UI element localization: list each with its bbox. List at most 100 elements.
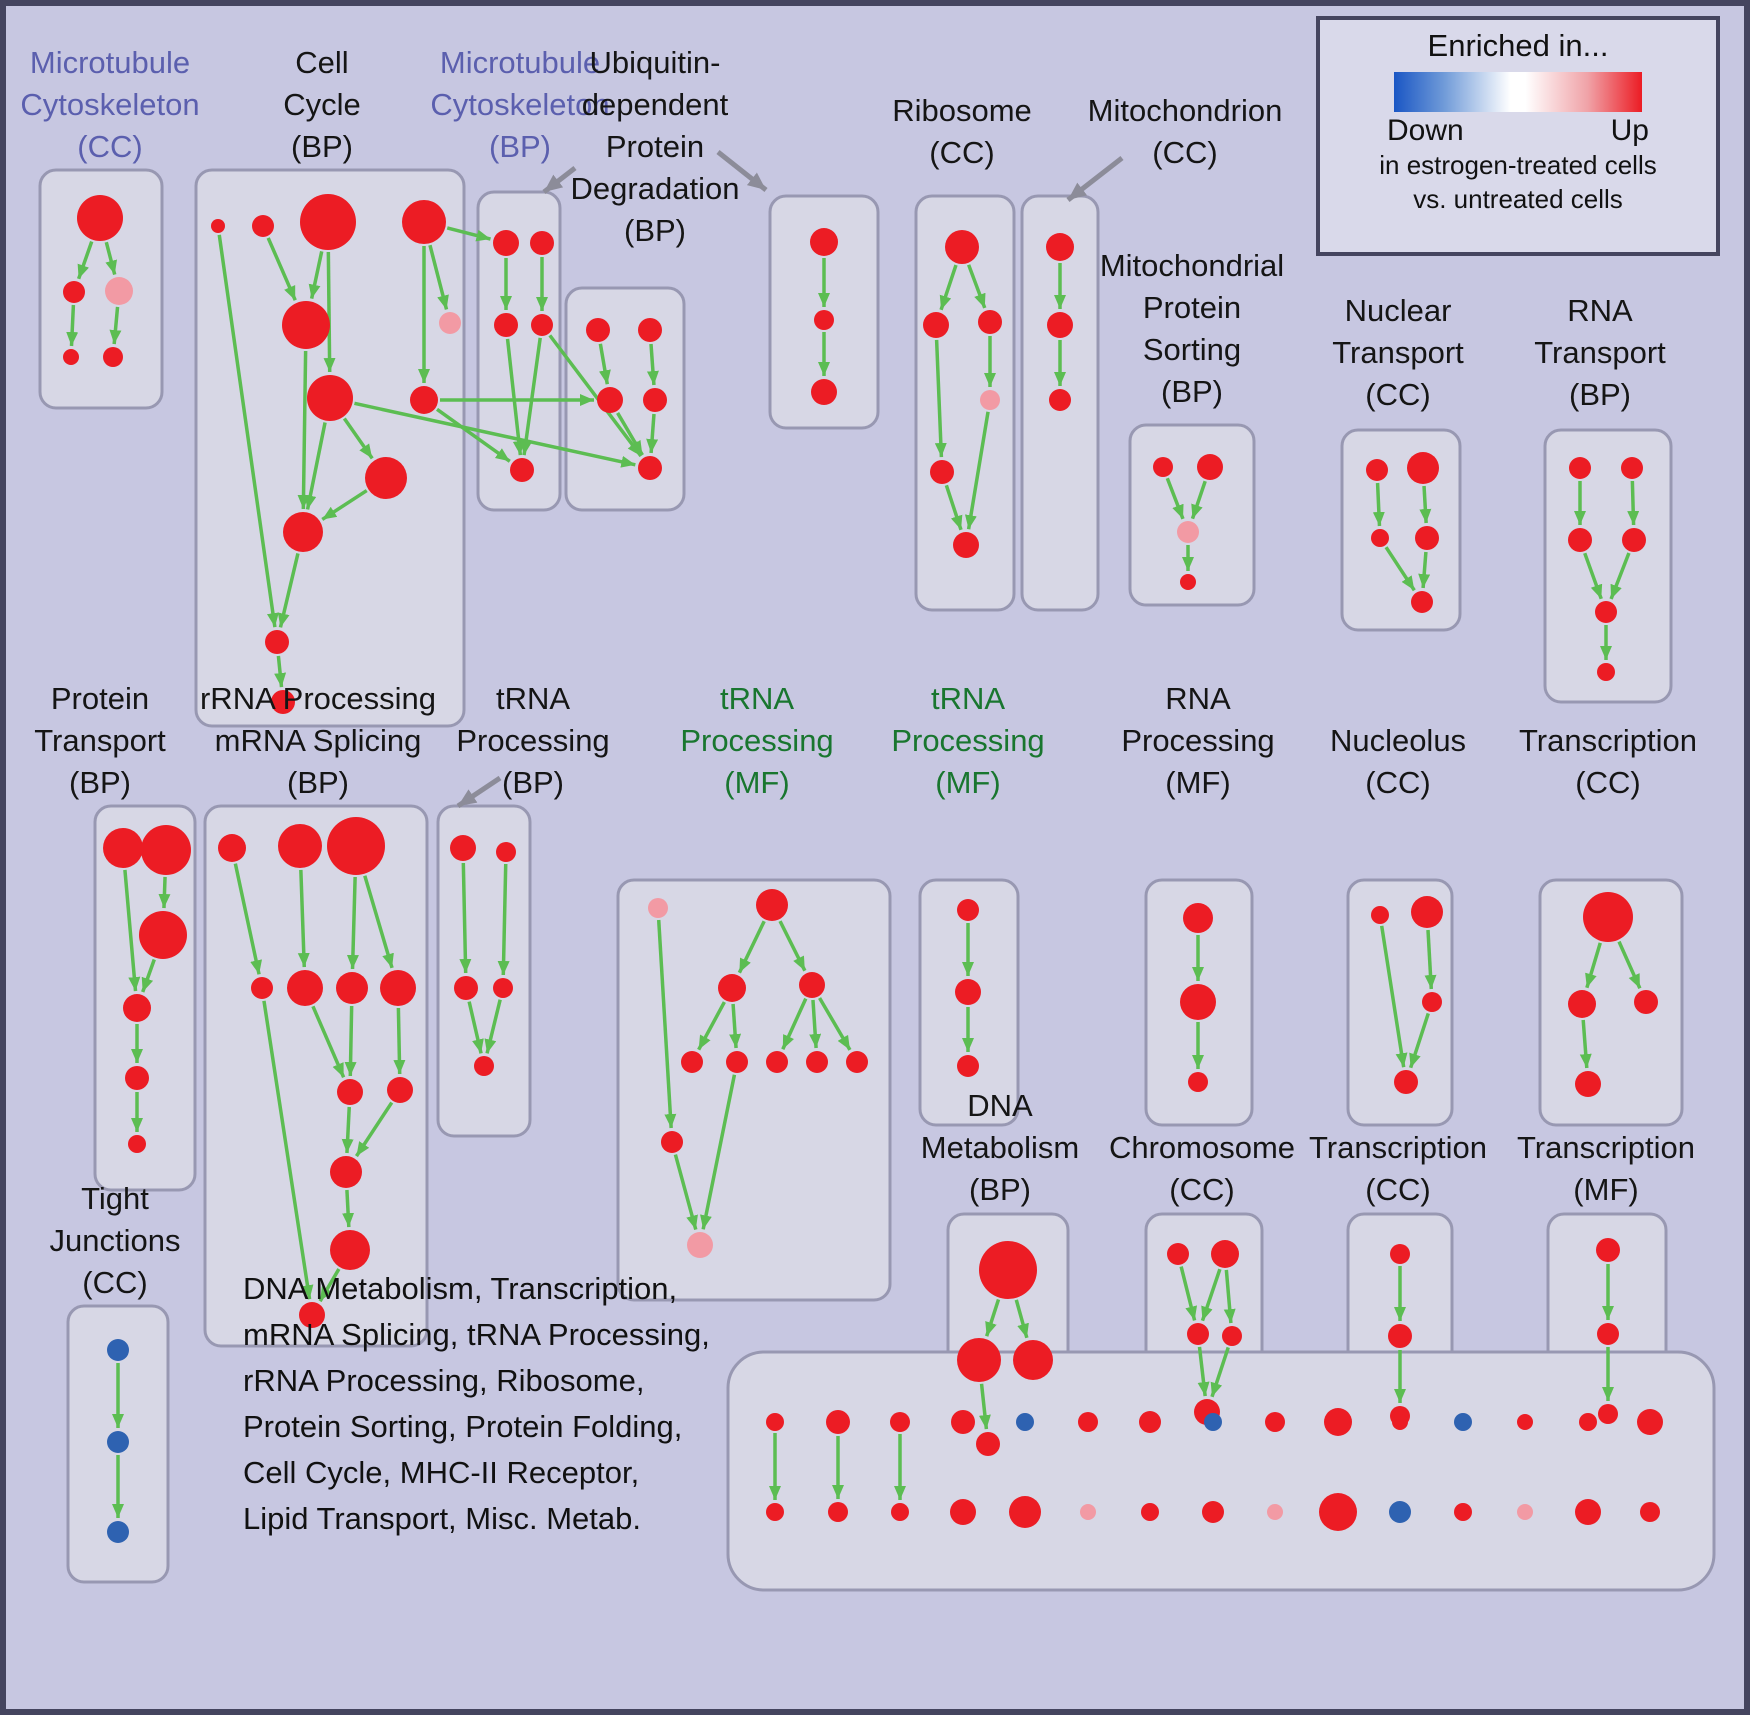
edge-arrow [778, 920, 807, 972]
edge-arrow [393, 1007, 406, 1075]
node-bottom_strip-b8 [1202, 1501, 1224, 1523]
node-trna_mf_big-g5 [681, 1051, 703, 1073]
node-trna_mf_small-c [957, 1055, 979, 1077]
node-bottom_strip-b14 [1575, 1499, 1601, 1525]
node-tight_junctions-c [107, 1521, 129, 1543]
node-bottom_strip-b2 [828, 1502, 848, 1522]
edge-arrow [436, 407, 511, 463]
node-bottom_strip-t1 [766, 1413, 784, 1431]
edge-arrow [700, 1074, 737, 1230]
edge-arrow [446, 226, 491, 242]
node-trna_mf_big-g11 [687, 1232, 713, 1258]
node-transcription_cc_low-a [1390, 1244, 1410, 1264]
edge-arrow [158, 876, 171, 909]
edge-arrow [1583, 552, 1603, 600]
node-cell_cycle-c2 [252, 215, 274, 237]
node-nucleolus-c [1422, 992, 1442, 1012]
edge-arrow [1197, 1346, 1210, 1397]
edge-arrow [673, 1154, 698, 1231]
node-protein_transport-d [123, 994, 151, 1022]
legend: Enriched in... Down Up in estrogen-treat… [1316, 16, 1720, 256]
node-mito_sorting-b [1197, 454, 1223, 480]
edge-arrow [363, 875, 394, 969]
node-bottom_strip-t14 [1579, 1413, 1597, 1431]
edge-arrow [344, 1005, 357, 1077]
node-trna_mf_big-g2 [756, 889, 788, 921]
edge-arrow [985, 1298, 1001, 1337]
edge-arrow [781, 997, 808, 1050]
node-dna_metab-a [979, 1241, 1037, 1299]
node-trna_mf_big-g8 [806, 1051, 828, 1073]
edge-arrow [818, 997, 852, 1051]
node-cell_cycle-c7 [307, 375, 353, 421]
node-mt_bp-m2 [530, 231, 554, 255]
edge-arrow [459, 862, 472, 974]
edge-arrow [1424, 929, 1437, 990]
node-bottom_strip-t8 [1204, 1413, 1222, 1431]
node-trna_mf_big-g6 [726, 1051, 748, 1073]
node-bottom_strip-t3 [890, 1412, 910, 1432]
node-bottom_strip-t2 [826, 1410, 850, 1434]
edge-arrow [341, 1106, 354, 1154]
node-trna_mf_big-g7 [766, 1051, 788, 1073]
node-nuclear_transport-a [1366, 459, 1388, 481]
node-rna_processing_mf-c [1188, 1072, 1208, 1092]
node-trna_bp-t2 [496, 842, 516, 862]
node-protein_transport-b [141, 825, 191, 875]
node-trna_mf_big-g4 [799, 972, 825, 998]
edge-arrow [1585, 942, 1602, 989]
node-ubiq_small-s3 [811, 379, 837, 405]
node-mt_cc-c [105, 277, 133, 305]
edge-arrow [233, 863, 262, 975]
edge-arrow [944, 484, 963, 531]
node-mt_bp-m1 [493, 230, 519, 256]
edge-arrow [646, 343, 659, 386]
node-nuclear_transport-b [1407, 452, 1439, 484]
edge-arrow [646, 413, 659, 454]
node-cell_cycle-c1 [211, 219, 225, 233]
node-chromosome-c [1187, 1323, 1209, 1345]
node-rrna_mrna-h [337, 1079, 363, 1105]
node-ribosome-r4 [930, 460, 954, 484]
node-rrna_mrna-d [251, 977, 273, 999]
group-box-rna_transport [1543, 428, 1673, 704]
group-box-nuclear_transport [1340, 428, 1462, 632]
summary-note-line: Cell Cycle, MHC-II Receptor, [243, 1455, 640, 1490]
node-cell_cycle-c10 [283, 512, 323, 552]
node-mt_cc-a [77, 195, 123, 241]
edge-arrow [939, 264, 958, 311]
node-trna_mf_small-b [955, 979, 981, 1005]
node-cell_cycle-c3 [300, 194, 356, 250]
node-bottom_strip-t5 [1016, 1413, 1034, 1431]
edge-arrow [304, 422, 327, 510]
summary-note-line: Lipid Transport, Misc. Metab. [243, 1501, 641, 1536]
node-bottom_strip-t7 [1139, 1411, 1161, 1433]
node-cell_cycle-c9 [365, 457, 407, 499]
edge-arrow [1617, 940, 1642, 990]
edge-arrow [1372, 482, 1385, 527]
node-tight_junctions-b [107, 1431, 129, 1453]
edge-arrow [262, 1000, 314, 1300]
node-chromosome-b [1211, 1240, 1239, 1268]
label-pointer-arrow [542, 166, 577, 194]
edge-arrow [548, 334, 643, 458]
node-bottom_strip-b9 [1267, 1504, 1283, 1520]
node-rna_transport-e [1595, 601, 1617, 623]
edge-arrow [964, 411, 990, 530]
edge-arrow [342, 417, 374, 460]
group-box-trna_bp [436, 804, 532, 1138]
node-chromosome-a [1167, 1243, 1189, 1265]
edge-arrow [346, 876, 359, 970]
node-bottom_strip-b1 [766, 1503, 784, 1521]
node-ubiq_small-s1 [810, 228, 838, 256]
node-bottom_strip-t4 [951, 1410, 975, 1434]
edge-arrow [809, 999, 822, 1049]
group-box-nucleolus [1346, 878, 1454, 1127]
edge-arrow [104, 241, 117, 275]
group-box-mt_cc [38, 168, 164, 410]
edge-arrow [308, 250, 324, 299]
group-box-rrna_mrna [203, 804, 429, 1348]
edge-arrow [266, 237, 297, 301]
node-bottom_strip-b12 [1454, 1503, 1472, 1521]
node-mito-n2 [1047, 312, 1073, 338]
